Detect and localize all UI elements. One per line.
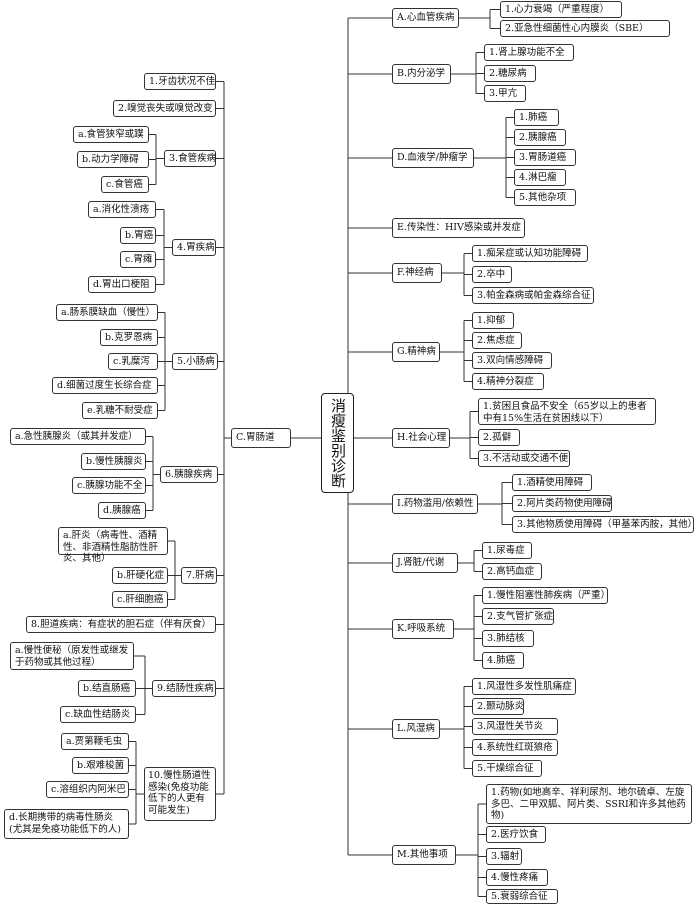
group-5-item-b: b.克罗恩病 — [100, 329, 158, 346]
group-6-item-d: d.胰腺癌 — [98, 502, 146, 519]
branch-g: G.精神病 — [392, 342, 440, 362]
branch-m-item-1: 1.药物(如地高辛、祥利尿剂、地尔硫卓、左旋多巴、二甲双胍、阿片类、SSRI和许… — [486, 784, 692, 824]
group-9-item-c: c.缺血性结肠炎 — [60, 706, 136, 723]
branch-g-item-4: 4.精神分裂症 — [472, 373, 544, 390]
branch-b-item-3: 3.甲亢 — [484, 85, 526, 102]
branch-m-item-4: 4.慢性疼痛 — [486, 869, 548, 886]
branch-b-item-2: 2.糖尿病 — [484, 65, 536, 82]
branch-i-item-3: 3.其他物质使用障碍（甲基苯丙胺，其他） — [512, 516, 697, 533]
branch-l-item-2: 2.颞动脉炎 — [472, 698, 524, 715]
branch-m-item-3: 3.辐射 — [486, 848, 522, 865]
group-6-label: 6.胰腺疾病 — [160, 466, 218, 483]
group-7-label: 7.肝病 — [181, 567, 217, 584]
branch-l: L.风湿病 — [392, 719, 440, 739]
branch-c: C.胃肠道 — [231, 428, 291, 448]
branch-h-item-2: 2.孤僻 — [478, 429, 520, 446]
branch-k-item-1: 1.慢性阻塞性肺疾病（严重） — [482, 587, 610, 604]
group-7-item-c: c.肝细胞癌 — [112, 591, 168, 608]
left-item-2: 2.嗅觉丧失或嗅觉改变 — [113, 100, 216, 117]
branch-l-item-5: 5.干燥综合征 — [472, 760, 542, 777]
branch-g-item-3: 3.双向情感障碍 — [472, 352, 552, 369]
branch-d-item-3: 3.胃肠道癌 — [514, 149, 576, 166]
branch-f-item-2: 2.卒中 — [472, 266, 512, 283]
branch-l-item-4: 4.系统性红斑狼疮 — [472, 739, 558, 756]
branch-j: J.肾脏/代谢 — [392, 553, 458, 573]
branch-f: F.神经病 — [392, 263, 442, 283]
group-10-item-c: c.溶组织内阿米巴 — [46, 781, 129, 798]
group-5-item-c: c.乳糜泻 — [108, 353, 158, 370]
branch-a: A.心血管疾病 — [392, 8, 459, 28]
branch-j-item-2: 2.高钙血症 — [482, 563, 542, 580]
group-4-item-d: d.胃出口梗阻 — [88, 276, 156, 293]
branch-a-item-1: 1.心力衰竭（严重程度） — [500, 1, 622, 18]
group-6-item-a: a.急性胰腺炎（或其并发症） — [10, 428, 146, 445]
group-7-item-a: a.肝炎（病毒性、酒精性、非酒精性脂肪性肝炎、其他） — [58, 527, 168, 564]
group-10-label: 10.慢性肠道性感染(免疫功能低下的人更有可能发生) — [144, 767, 216, 821]
branch-m: M.其他事项 — [392, 845, 456, 865]
branch-f-item-1: 1.痴呆症或认知功能障碍 — [472, 245, 588, 262]
branch-e: E.传染性：HIV感染或并发症 — [392, 218, 525, 238]
group-10-item-d: d.长期携带的病毒性肠炎(尤其是免疫功能低下的人) — [4, 809, 129, 839]
branch-l-item-3: 3.风湿性关节炎 — [472, 718, 558, 735]
group-4-item-a: a.消化性溃疡 — [88, 201, 156, 218]
group-6-item-b: b.慢性胰腺炎 — [81, 453, 146, 470]
branch-a-item-2: 2.亚急性细菌性心内膜炎（SBE） — [500, 20, 670, 37]
branch-f-item-3: 3.帕金森病或帕金森综合征 — [472, 287, 594, 304]
group-5-item-e: e.乳糖不耐受症 — [82, 402, 158, 419]
branch-i-item-1: 1.酒精使用障碍 — [512, 474, 592, 491]
branch-i-item-2: 2.阿片类药物使用障碍 — [512, 495, 612, 512]
branch-d-item-1: 1.肺癌 — [514, 109, 559, 126]
branch-g-item-2: 2.焦虑症 — [472, 332, 522, 349]
branch-i: I.药物滥用/依赖性 — [392, 494, 478, 514]
group-4-label: 4.胃疾病 — [172, 239, 216, 256]
group-3-label: 3.食管疾病 — [164, 150, 216, 167]
branch-m-item-5: 5.衰弱综合征 — [486, 889, 558, 904]
group-10-item-a: a.贾第鞭毛虫 — [61, 733, 129, 750]
branch-d: D.血液学/肿瘤学 — [392, 148, 474, 168]
branch-k-item-3: 3.肺结核 — [482, 630, 534, 647]
left-item-1: 1.牙齿状况不佳 — [144, 73, 216, 90]
branch-h-item-3: 3.不活动或交通不便 — [478, 450, 570, 467]
branch-k-item-4: 4.肺癌 — [482, 652, 524, 669]
branch-b-item-1: 1.肾上腺功能不全 — [484, 44, 574, 61]
group-7-item-b: b.肝硬化症 — [112, 567, 168, 584]
group-4-item-c: c.胃瘫 — [120, 251, 156, 268]
branch-j-item-1: 1.尿毒症 — [482, 542, 532, 559]
root-node: 消瘦鉴别诊断 — [321, 393, 354, 493]
branch-l-item-1: 1.风湿性多发性肌痛症 — [472, 678, 576, 695]
group-5-item-d: d.细菌过度生长综合症 — [52, 377, 158, 394]
group-8-label: 8.胆道疾病：有症状的胆石症（伴有厌食） — [26, 616, 216, 633]
group-3-item-c: c.食管癌 — [101, 176, 149, 193]
group-10-item-b: b.艰难梭菌 — [72, 757, 129, 774]
group-3-item-a: a.食管狭窄或蹼 — [73, 126, 149, 143]
group-3-item-b: b.动力学障碍 — [77, 151, 149, 168]
group-6-item-c: c.胰腺功能不全 — [72, 477, 146, 494]
branch-k: K.呼吸系统 — [392, 619, 454, 639]
group-5-item-a: a.肠系膜缺血（慢性） — [56, 304, 158, 321]
branch-h-item-1: 1.贫困且食品不安全（65岁以上的患者中有15%生活在贫困线以下） — [478, 398, 656, 425]
branch-g-item-1: 1.抑郁 — [472, 312, 514, 329]
group-9-label: 9.结肠性疾病 — [152, 680, 216, 697]
branch-d-item-4: 4.淋巴瘤 — [514, 169, 566, 186]
branch-d-item-2: 2.胰腺癌 — [514, 129, 566, 146]
group-9-item-a: a.慢性便秘（原发性或继发于药物或其他过程） — [10, 642, 134, 670]
branch-h: H.社会心理 — [392, 428, 450, 448]
branch-k-item-2: 2.支气管扩张症 — [482, 608, 554, 625]
group-9-item-b: b.结直肠癌 — [78, 680, 136, 697]
branch-m-item-2: 2.医疗饮食 — [486, 826, 546, 843]
group-4-item-b: b.胃癌 — [120, 227, 156, 244]
branch-b: B.内分泌学 — [392, 64, 451, 84]
group-5-label: 5.小肠病 — [172, 353, 218, 370]
branch-d-item-5: 5.其他杂项 — [514, 189, 576, 206]
